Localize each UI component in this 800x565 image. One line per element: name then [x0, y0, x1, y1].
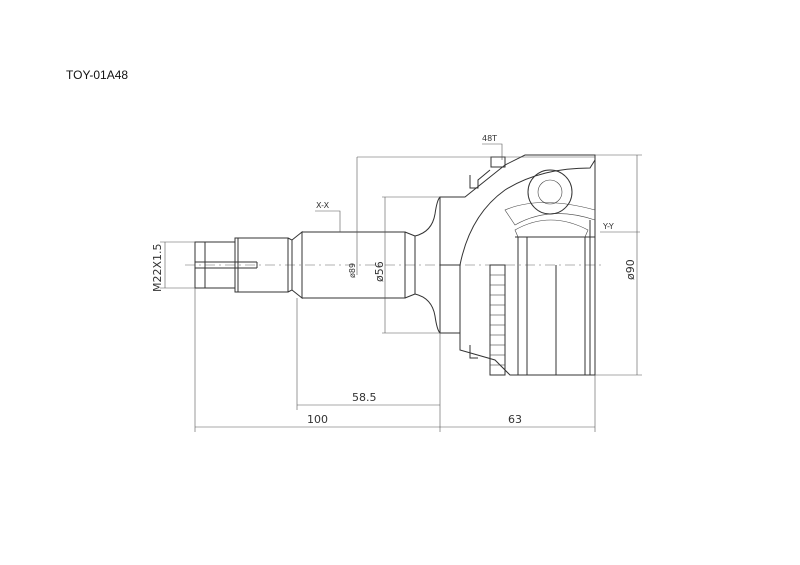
- teeth-count-label: 48T: [482, 134, 497, 143]
- shaft-outline: [194, 196, 441, 334]
- outer-housing: [439, 154, 596, 376]
- section-x-label: X-X: [316, 201, 330, 210]
- diameter-90-label: ø90: [624, 259, 637, 280]
- length-58-5-label: 58.5: [352, 391, 377, 404]
- diameter-56-label: ø56: [373, 261, 386, 282]
- ball-icon: [527, 169, 573, 215]
- thread-size-label: M22X1.5: [151, 243, 164, 292]
- part-number-title: TOY-01A48: [66, 68, 129, 82]
- length-100-label: 100: [307, 413, 328, 426]
- section-y-label: Y-Y: [602, 222, 614, 231]
- diameter-89-label: ø89: [348, 263, 357, 278]
- length-63-label: 63: [508, 413, 522, 426]
- dimensions: [160, 143, 642, 432]
- abs-ring-teeth: [490, 274, 505, 366]
